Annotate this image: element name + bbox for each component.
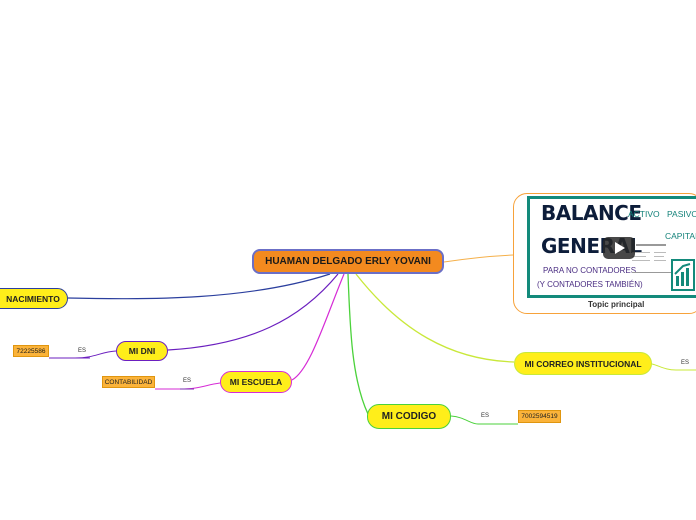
- central-topic[interactable]: HUAMAN DELGADO ERLY YOVANI: [252, 249, 444, 274]
- topic-image-capital: CAPITAL: [665, 231, 696, 241]
- codigo-link-label: ES: [481, 413, 489, 419]
- link-central-nacimiento: [68, 274, 330, 299]
- escuela-value[interactable]: CONTABILIDAD: [102, 376, 155, 388]
- link-correo-es: [652, 364, 696, 370]
- topic-image-subtitle-line1: PARA NO CONTADORES: [543, 266, 636, 275]
- dni-link-label: ES: [78, 348, 86, 354]
- node-nacimiento[interactable]: NACIMIENTO: [0, 288, 68, 309]
- link-central-topic: [444, 255, 513, 262]
- link-central-correo: [356, 274, 514, 362]
- link-central-codigo: [348, 274, 368, 414]
- dni-value[interactable]: 72225586: [13, 345, 49, 357]
- topic-image-sheet-graphic: [626, 242, 696, 292]
- topic-label: Topic principal: [588, 300, 644, 309]
- escuela-link-label: ES: [183, 378, 191, 384]
- correo-link-label: ES: [681, 360, 689, 366]
- topic-image-title-line1: BALANCE: [541, 203, 642, 223]
- node-codigo[interactable]: MI CODIGO: [367, 404, 451, 429]
- node-escuela[interactable]: MI ESCUELA: [220, 371, 292, 393]
- topic-image-activo: ACTIVO: [628, 209, 660, 219]
- link-central-escuela: [292, 274, 344, 380]
- topic-image-pasivo: PASIVO: [667, 209, 696, 219]
- play-icon[interactable]: [603, 237, 635, 259]
- link-central-dni: [168, 274, 338, 350]
- node-correo[interactable]: MI CORREO INSTITUCIONAL: [514, 352, 652, 375]
- node-dni[interactable]: MI DNI: [116, 341, 168, 361]
- codigo-value[interactable]: 7002594519: [518, 410, 561, 423]
